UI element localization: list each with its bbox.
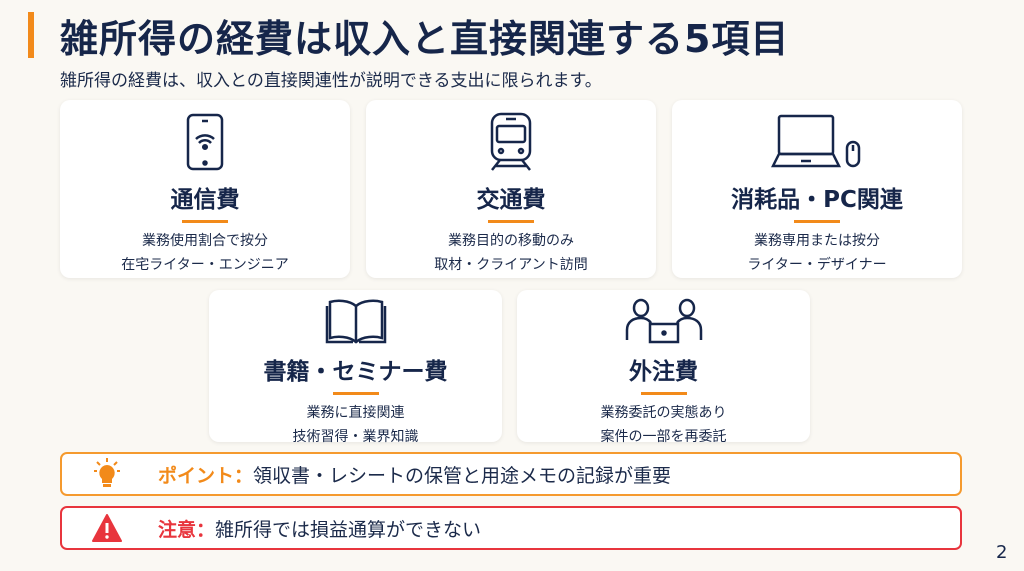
- title-underline: [332, 392, 379, 395]
- card-books-seminars: 書籍・セミナー費 業務に直接関連 技術習得・業界知識: [209, 290, 502, 445]
- title-underline: [794, 220, 840, 223]
- title-underline: [182, 220, 228, 223]
- title-accent-bar: [28, 12, 34, 58]
- point-callout: ポイント： 領収書・レシートの保管と用途メモの記録が重要: [60, 452, 962, 496]
- card-transportation: 交通費 業務目的の移動のみ 取材・クライアント訪問: [366, 100, 656, 278]
- warning-icon: [92, 514, 122, 542]
- card-line: 業務に直接関連: [306, 405, 405, 421]
- point-text: 領収書・レシートの保管と用途メモの記録が重要: [253, 464, 672, 487]
- card-outsourcing: 外注費 業務委託の実態あり 案件の一部を再委託: [517, 290, 810, 445]
- people-laptop-icon: [517, 296, 810, 346]
- card-line: 業務委託の実態あり: [600, 405, 727, 421]
- smartphone-wifi-icon: [60, 112, 350, 172]
- card-communication: 通信費 業務使用割合で按分 在宅ライター・エンジニア: [60, 100, 350, 278]
- card-consumables-pc: 消耗品・PC関連 業務専用または按分 ライター・デザイナー: [672, 100, 962, 278]
- card-title: 交通費: [476, 187, 546, 213]
- caution-label: 注意：: [158, 518, 216, 541]
- card-line: 業務使用割合で按分: [142, 233, 268, 249]
- card-title: 書籍・セミナー費: [263, 359, 448, 385]
- caution-text: 雑所得では損益通算ができない: [215, 518, 482, 541]
- title-underline: [640, 392, 687, 395]
- laptop-mouse-icon: [672, 112, 962, 172]
- page-subtitle: 雑所得の経費は、収入との直接関連性が説明できる支出に限られます。: [60, 71, 602, 91]
- card-line: 取材・クライアント訪問: [434, 257, 588, 273]
- card-line: 業務目的の移動のみ: [448, 233, 574, 249]
- card-line: 業務専用または按分: [754, 233, 880, 249]
- book-icon: [209, 296, 502, 346]
- card-title: 外注費: [629, 359, 698, 385]
- card-line: 在宅ライター・エンジニア: [121, 257, 289, 273]
- page-number: 2: [996, 542, 1008, 563]
- card-line: 技術習得・業界知識: [292, 429, 419, 445]
- card-line: 案件の一部を再委託: [600, 429, 727, 445]
- card-title: 消耗品・PC関連: [731, 187, 903, 213]
- point-label: ポイント：: [158, 464, 254, 487]
- caution-callout: 注意： 雑所得では損益通算ができない: [60, 506, 962, 550]
- card-title: 通信費: [170, 187, 240, 213]
- lightbulb-icon: [92, 457, 122, 491]
- train-icon: [366, 112, 656, 172]
- title-underline: [488, 220, 534, 223]
- page-title: 雑所得の経費は収入と直接関連する5項目: [60, 17, 790, 61]
- card-line: ライター・デザイナー: [747, 257, 887, 273]
